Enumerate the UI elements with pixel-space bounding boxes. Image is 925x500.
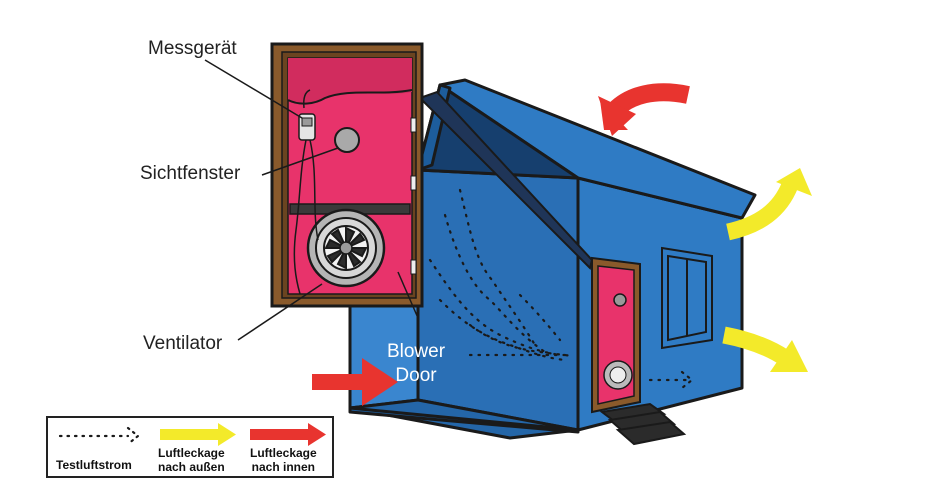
legend-label-testluftstrom: Testluftstrom xyxy=(56,458,132,472)
legend-item-leak-in: Luftleckage nach innen xyxy=(244,418,334,476)
label-sichtfenster: Sichtfenster xyxy=(140,163,241,184)
leader-blower-door xyxy=(397,271,419,319)
legend-red-arrow-icon xyxy=(250,423,326,446)
label-ventilator: Ventilator xyxy=(143,333,223,354)
legend-item-testluftstrom: Testluftstrom xyxy=(48,418,148,476)
leak-out-arrow-upper xyxy=(726,168,812,241)
label-door: Door xyxy=(395,365,437,386)
entry-steps xyxy=(599,402,687,446)
legend: Testluftstrom Luftleckage nach außen Luf… xyxy=(46,416,334,478)
label-messgeraet: Messgerät xyxy=(148,38,237,59)
leak-out-arrow-lower xyxy=(722,326,808,372)
label-blower: Blower xyxy=(386,341,446,362)
blower-door-detail xyxy=(270,42,424,308)
legend-label-leak-in: Luftleckage nach innen xyxy=(250,446,317,474)
leak-in-arrow-floor xyxy=(312,358,398,406)
leader-sichtfenster xyxy=(261,147,339,176)
label-blower-door: Blower Door xyxy=(380,340,452,388)
house-front-base xyxy=(348,406,580,434)
leader-messgeraet xyxy=(204,59,303,119)
legend-leak-in-line2: nach innen xyxy=(251,460,316,474)
house-interior-back xyxy=(416,168,580,432)
legend-label-leak-out: Luftleckage nach außen xyxy=(158,446,225,474)
house-blower-door xyxy=(591,256,641,414)
legend-leak-in-line1: Luftleckage xyxy=(250,446,317,460)
legend-yellow-arrow-icon xyxy=(160,423,236,446)
test-airflow-dots xyxy=(428,188,692,382)
leak-in-arrow-roof xyxy=(598,83,690,136)
leader-lines xyxy=(204,59,419,341)
legend-leak-out-line1: Luftleckage xyxy=(158,446,225,460)
sight-window xyxy=(334,127,360,153)
side-window xyxy=(661,246,713,350)
legend-leak-out-line2: nach außen xyxy=(158,460,225,474)
zoom-wedge xyxy=(418,90,594,270)
legend-dotted-arrow-icon xyxy=(58,426,140,446)
leader-ventilator xyxy=(237,283,323,341)
legend-item-leak-out: Luftleckage nach außen xyxy=(152,418,244,476)
